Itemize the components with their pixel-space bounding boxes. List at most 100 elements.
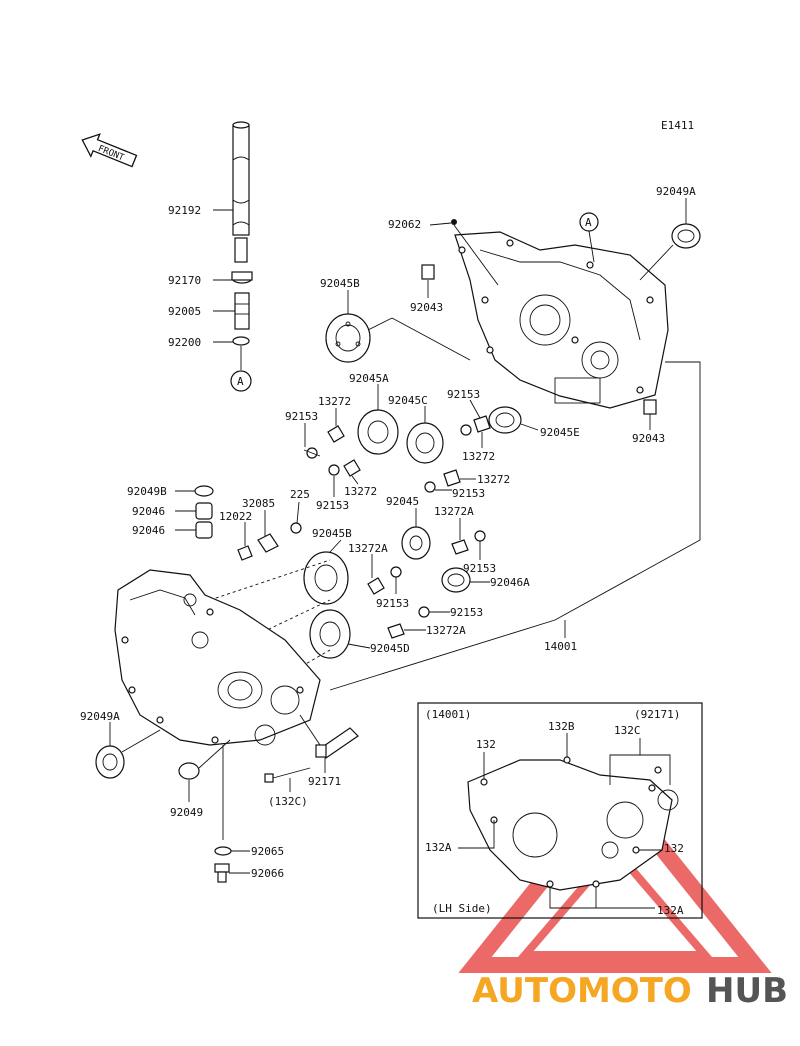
label-225: 225: [290, 488, 310, 501]
breather-fitting: [234, 292, 250, 330]
plate-13272a-b: [367, 577, 385, 595]
seal-92049b: [194, 485, 214, 497]
label-92043-right: 92043: [632, 432, 665, 445]
label-92153-c: 92153: [316, 499, 349, 512]
inset-label-92171: (92171): [634, 708, 680, 721]
hose-clamp: [231, 271, 253, 284]
label-92046-b: 92046: [132, 524, 165, 537]
bearing-92045b-top: [325, 313, 371, 363]
bushing-92046-a: [195, 502, 213, 520]
inset-label-132b: 132B: [548, 720, 575, 733]
reference-a-right-text: A: [585, 216, 592, 229]
bearing-92045d: [309, 609, 351, 659]
label-92062: 92062: [388, 218, 421, 231]
label-92046-a: 92046: [132, 505, 165, 518]
washer-92200: [232, 336, 250, 346]
label-92045b-mid: 92045B: [312, 527, 352, 540]
inset-crankcase-lh: [467, 756, 679, 891]
bearing-92045c: [406, 422, 444, 464]
plate-13272a-a: [451, 539, 469, 555]
label-92045: 92045: [386, 495, 419, 508]
label-12022: 12022: [219, 510, 252, 523]
label-92153-a: 92153: [285, 410, 318, 423]
label-13272-b: 13272: [462, 450, 495, 463]
dowel-92043-top: [421, 264, 435, 280]
screw-92153-e: [474, 530, 486, 542]
label-92065: 92065: [251, 845, 284, 858]
bracket-12022: [237, 545, 253, 561]
label-92005: 92005: [168, 305, 201, 318]
inset-frame: [417, 702, 703, 919]
bearing-92045a: [357, 409, 399, 455]
label-14001: 14001: [544, 640, 577, 653]
plate-13272-a: [327, 425, 345, 443]
label-92049a-top: 92049A: [656, 185, 696, 198]
label-92153-f: 92153: [376, 597, 409, 610]
guide-32085: [257, 533, 279, 553]
bolt-132c: [264, 767, 311, 783]
label-92045a: 92045A: [349, 372, 389, 385]
pin-92062: [451, 219, 457, 225]
plate-13272-d: [443, 469, 461, 487]
front-arrow-icon: FRONT: [81, 133, 138, 168]
bushing-92046-b: [195, 521, 213, 539]
label-13272-c: 13272: [344, 485, 377, 498]
seal-92045e: [488, 406, 522, 434]
screw-92153-b: [460, 424, 472, 436]
gasket-92065: [214, 846, 232, 856]
label-92171: 92171: [308, 775, 341, 788]
screw-92153-a: [303, 447, 321, 459]
inset-label-132-top: 132: [476, 738, 496, 751]
inset-label-132c: 132C: [614, 724, 641, 737]
right-crankcase-half: [454, 231, 669, 409]
label-92046a: 92046A: [490, 576, 530, 589]
inset-label-132-right: 132: [664, 842, 684, 855]
label-92049b: 92049B: [127, 485, 167, 498]
drain-bolt-92066: [214, 863, 230, 883]
screw-92153-c: [328, 464, 340, 476]
label-92066: 92066: [251, 867, 284, 880]
label-132c: (132C): [268, 795, 308, 808]
screw-92153-d: [424, 481, 436, 493]
lever-92171: [315, 727, 359, 759]
watermark-text-part2: HUB: [706, 971, 788, 1011]
watermark-logo: AUTOMOTO HUB: [472, 971, 788, 1011]
label-13272-d: 13272: [477, 473, 510, 486]
plate-13272-b: [473, 415, 491, 433]
inset-label-132a-bottom: 132A: [657, 904, 684, 917]
screw-92153-f: [390, 566, 402, 578]
seal-92049a-top: [671, 223, 701, 249]
bolt-225: [290, 522, 302, 534]
label-13272-a: 13272: [318, 395, 351, 408]
label-92170: 92170: [168, 274, 201, 287]
label-32085: 32085: [242, 497, 275, 510]
label-92049: 92049: [170, 806, 203, 819]
reference-circle-a-left: [230, 370, 252, 392]
inset-title: (14001): [425, 708, 471, 721]
label-13272a-b: 13272A: [348, 542, 388, 555]
label-13272a-c: 13272A: [426, 624, 466, 637]
inset-footer: (LH Side): [432, 902, 492, 915]
seal-92049a-left: [95, 745, 125, 779]
label-92043-top: 92043: [410, 301, 443, 314]
label-13272a-a: 13272A: [434, 505, 474, 518]
label-92049a-left: 92049A: [80, 710, 120, 723]
label-92045c: 92045C: [388, 394, 428, 407]
breather-hose: [232, 121, 250, 263]
label-92153-b: 92153: [447, 388, 480, 401]
label-92045d: 92045D: [370, 642, 410, 655]
bearing-92045: [401, 526, 431, 560]
dowel-92043-right: [643, 399, 657, 415]
bushing-92046a: [441, 567, 471, 593]
screw-92153-g: [418, 606, 430, 618]
plate-13272-c: [343, 459, 361, 477]
label-92153-g: 92153: [450, 606, 483, 619]
label-92045b-top: 92045B: [320, 277, 360, 290]
label-92153-d: 92153: [452, 487, 485, 500]
bearing-92045b-mid: [303, 551, 349, 605]
left-crankcase-half: [114, 569, 321, 746]
plate-13272a-c: [387, 623, 405, 639]
diagram-code: E1411: [661, 119, 694, 132]
